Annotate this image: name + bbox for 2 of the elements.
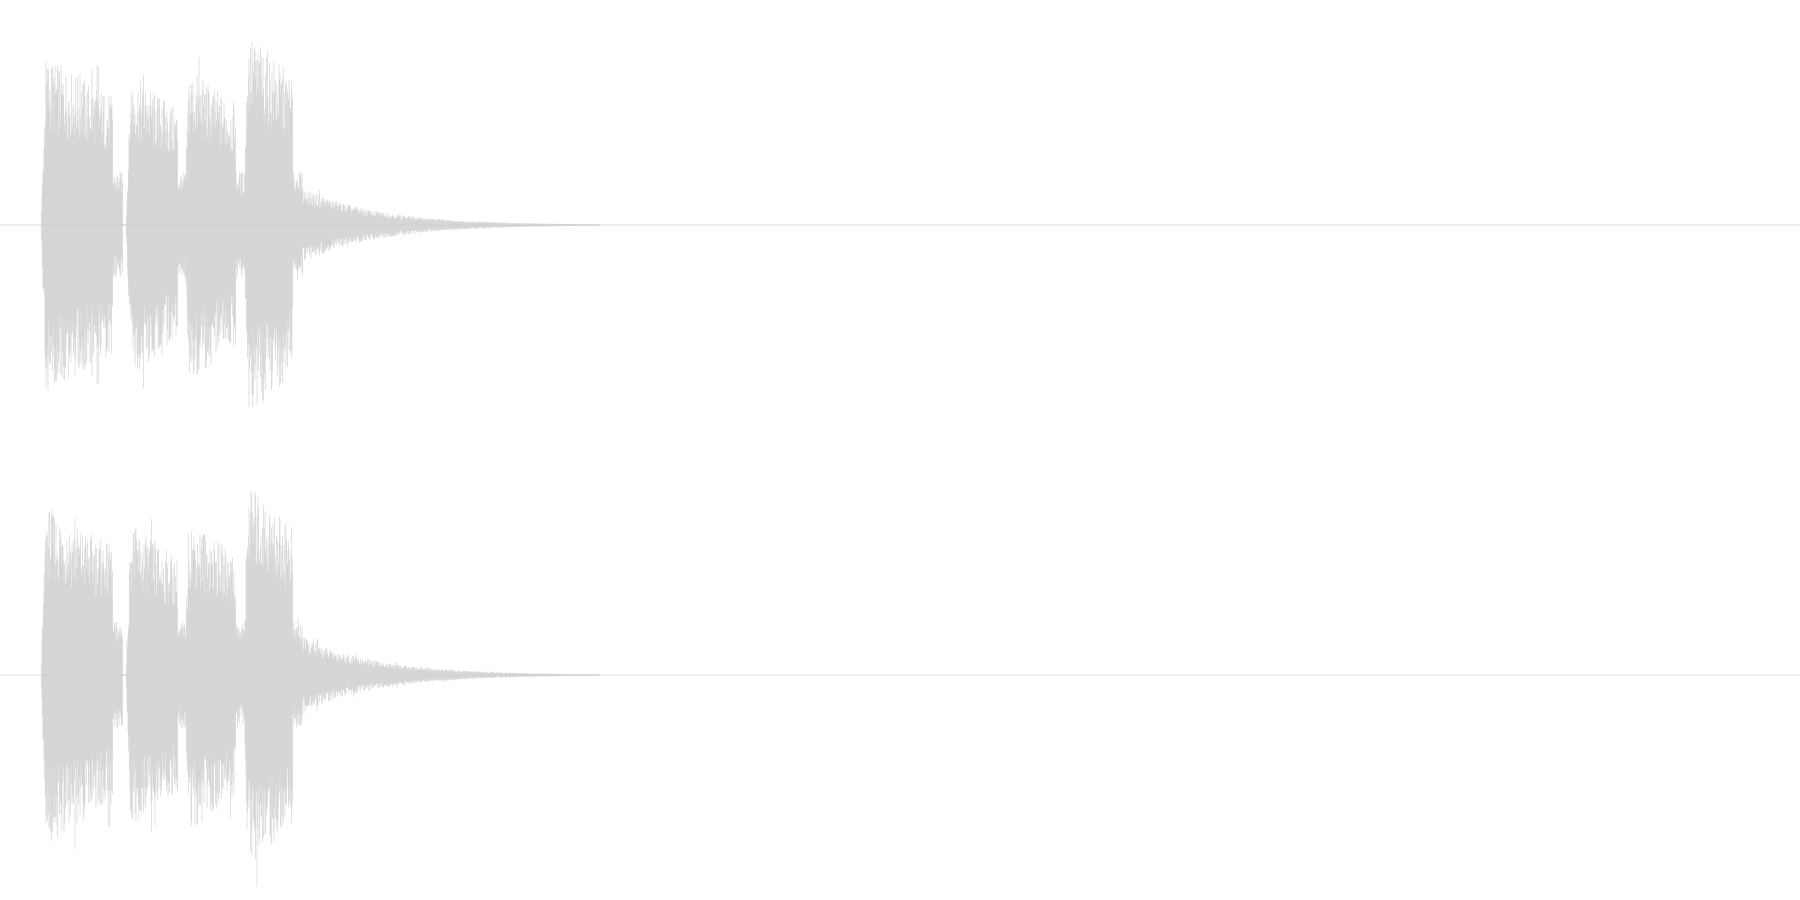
- waveform-drawing: [40, 41, 600, 408]
- waveform-drawing: [40, 490, 600, 887]
